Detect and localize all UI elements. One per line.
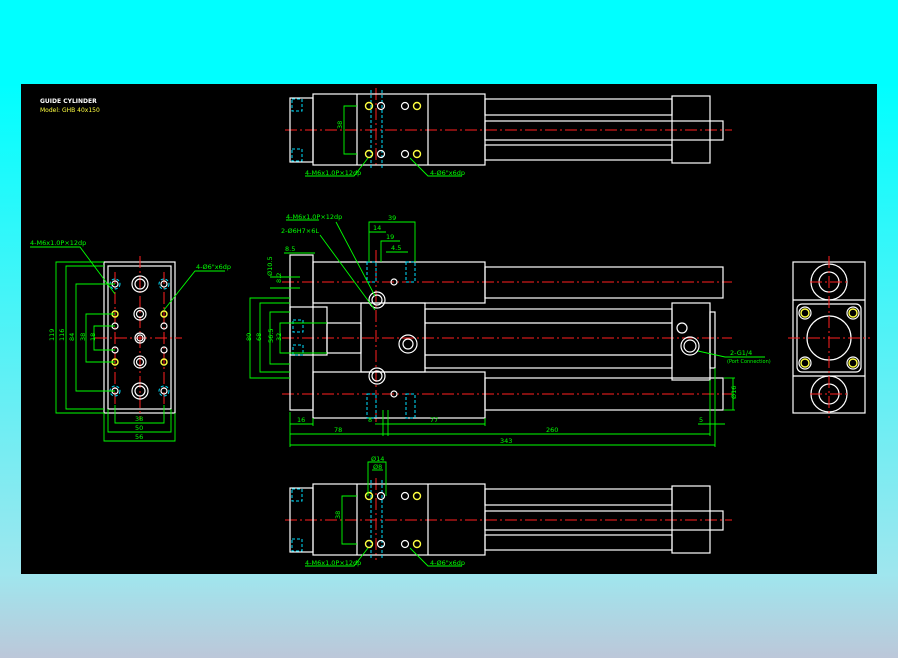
dim-label: 56 xyxy=(135,433,143,441)
port-note-sub: (Port Connection) xyxy=(727,359,771,365)
dim-label: 38 xyxy=(79,333,87,341)
note-pin: 2-Ø6H7×6L xyxy=(281,227,319,235)
dim-label: 38 xyxy=(336,121,344,129)
note-tap: 4-M6x1.0P×12dp xyxy=(286,213,342,221)
hole xyxy=(160,387,168,395)
dim-label: 77 xyxy=(430,416,438,424)
dim-label: 116 xyxy=(58,329,66,341)
dim-label: 32 xyxy=(275,333,283,341)
dim-label: 8 xyxy=(368,416,372,424)
dim-label: 260 xyxy=(546,426,558,434)
hole xyxy=(160,322,168,330)
dim-label: 14 xyxy=(373,224,381,232)
hole xyxy=(131,382,149,400)
top-view: 38 4-M6x1.0P×12dp 4-Ø6"x6dp xyxy=(285,88,732,177)
dim-label: 18 xyxy=(89,333,97,341)
hole xyxy=(158,278,170,290)
port-note: 2-G1/4 xyxy=(730,349,752,357)
engineering-drawing: GUIDE CYLINDER Model: GHB 40x150 38 4-M6… xyxy=(30,88,870,567)
dim-label: 8.2 xyxy=(275,273,283,283)
note-pin: 4-Ø6"x6dp xyxy=(430,559,465,567)
note-tap: 4-M6x1.0P×12dp xyxy=(305,169,361,177)
hole xyxy=(134,385,146,397)
hole xyxy=(134,332,146,344)
right-side-view xyxy=(788,256,870,418)
front-view: 39 14 19 4.5 8.5 Ø10.5 8.2 80 68 56.5 32… xyxy=(245,213,771,447)
dim-label: 8.5 xyxy=(285,245,295,253)
dim-label: 50 xyxy=(135,424,143,432)
dim-label: 19 xyxy=(386,233,394,241)
hole xyxy=(160,358,168,366)
bottom-view: Ø14 Ø8 38 4-M6x1.0P×12dp 4-Ø6"x6dp xyxy=(285,455,732,567)
dim-label: 4.5 xyxy=(391,244,401,252)
hole xyxy=(160,310,168,318)
hole xyxy=(135,309,145,319)
note-tap: 4-M6x1.0P×12dp xyxy=(30,239,86,247)
hole xyxy=(160,280,168,288)
dim-label: Ø10.5 xyxy=(266,256,274,276)
dim-label: 38 xyxy=(334,511,342,519)
hole xyxy=(134,278,146,290)
drawing-model: Model: GHB 40x150 xyxy=(40,107,100,114)
dim-label: 78 xyxy=(334,426,342,434)
dim-label: 343 xyxy=(500,437,512,445)
cad-drawing-canvas: GUIDE CYLINDER Model: GHB 40x150 38 4-M6… xyxy=(21,84,877,574)
dim-label: 16 xyxy=(297,416,305,424)
hole xyxy=(133,355,147,369)
dim-label: 38 xyxy=(135,415,143,423)
note-pin: 4-Ø6"x6dp xyxy=(430,169,465,177)
dim-label: 80 xyxy=(245,333,253,341)
dim-label: Ø8 xyxy=(373,463,382,471)
hole xyxy=(135,357,145,367)
hole xyxy=(131,275,149,293)
dim-label: 5 xyxy=(699,416,703,424)
hole xyxy=(133,307,147,321)
dim-label: Ø14 xyxy=(371,455,384,463)
note-tap: 4-M6x1.0P×12dp xyxy=(305,559,361,567)
left-side-view: 119 116 84 38 18 38 50 56 4-M6x1.0P×12dp… xyxy=(30,239,231,442)
dim-label: 84 xyxy=(68,333,76,341)
hole xyxy=(136,334,144,342)
dim-label: 68 xyxy=(255,333,263,341)
hole xyxy=(160,346,168,354)
dim-label: 56.5 xyxy=(267,329,275,343)
drawing-title: GUIDE CYLINDER xyxy=(40,98,97,105)
dim-label: Ø16 xyxy=(730,386,738,399)
note-pin: 4-Ø6"x6dp xyxy=(196,263,231,271)
dim-label: 39 xyxy=(388,214,396,222)
hole xyxy=(158,385,170,397)
dim-label: 119 xyxy=(48,329,56,341)
